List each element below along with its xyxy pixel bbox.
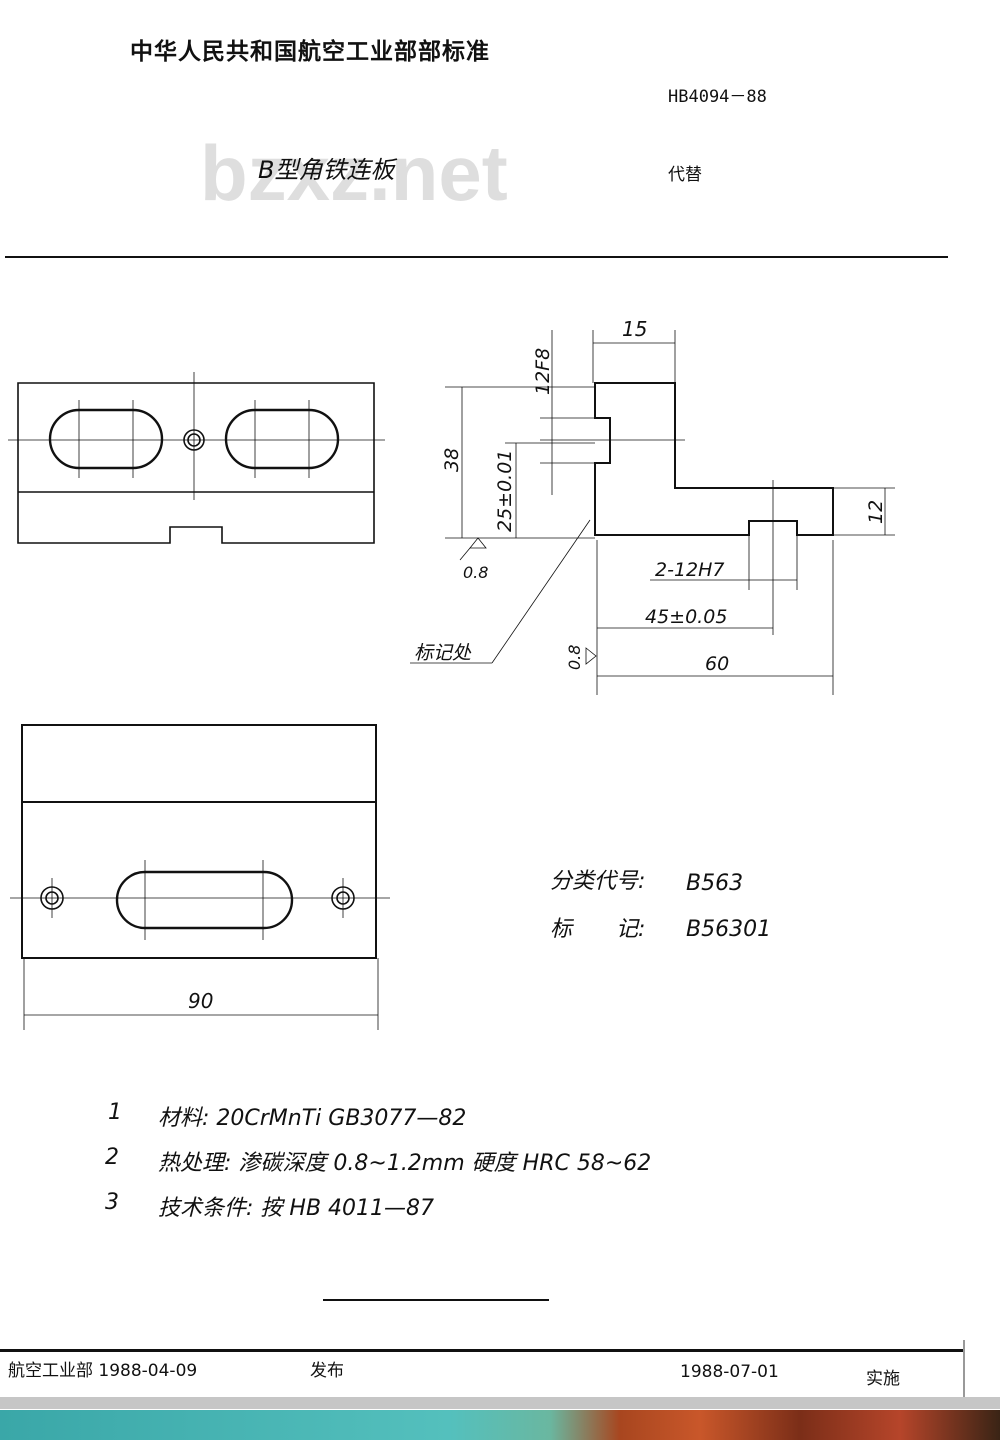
mark-label: 标 记: (550, 917, 645, 942)
roughness-a: 0.8 (463, 563, 488, 582)
note-text: 热处理: 渗碳深度 0.8~1.2mm 硬度 HRC 58~62 (158, 1151, 652, 1176)
org-title: 中华人民共和国航空工业部部标准 (130, 39, 490, 65)
dim-90: 90 (188, 989, 213, 1013)
mark-value: B56301 (686, 917, 771, 942)
doc-title: B型角铁连板 (258, 156, 395, 184)
issuer-date: 航空工业部 1988-04-09 (8, 1361, 198, 1381)
note-number: 3 (105, 1190, 119, 1215)
watermark: bzxz.net (200, 129, 508, 217)
dim-12: 12 (865, 500, 887, 524)
footer-rule (0, 1349, 965, 1352)
dim-45: 45±0.05 (645, 606, 727, 628)
front-view: 90 (10, 724, 390, 1030)
mark-location-label: 标记处 (414, 642, 472, 664)
classification-value: B563 (686, 871, 743, 896)
dim-38: 38 (441, 448, 463, 472)
classification-label: 分类代号: (550, 869, 645, 894)
dim-60: 60 (705, 653, 729, 675)
note-number: 1 (108, 1100, 122, 1125)
standard-code: HB4094－88 (668, 87, 767, 107)
page-separator (0, 1397, 1000, 1409)
effective-label: 实施 (866, 1369, 900, 1389)
top-view (8, 372, 385, 544)
note-number: 2 (105, 1145, 119, 1170)
dim-15: 15 (622, 317, 647, 341)
roughness-b: 0.8 (565, 645, 584, 670)
issued-label: 发布 (310, 1361, 344, 1381)
dim-12f8: 12F8 (532, 348, 554, 395)
note-text: 材料: 20CrMnTi GB3077—82 (158, 1106, 467, 1131)
replaces-label: 代替 (668, 165, 702, 185)
next-page-image (0, 1410, 1000, 1440)
dim-2-12h7: 2-12H7 (655, 559, 725, 581)
effective-date: 1988-07-01 (680, 1362, 779, 1382)
header-rule (5, 256, 948, 258)
dim-25: 25±0.01 (494, 450, 516, 532)
right-border (963, 1340, 965, 1398)
note-text: 技术条件: 按 HB 4011—87 (158, 1196, 435, 1221)
side-view: 15 12F8 38 25±0.01 12 2-12H7 45±0.05 60 … (410, 317, 895, 695)
end-rule (323, 1299, 549, 1301)
